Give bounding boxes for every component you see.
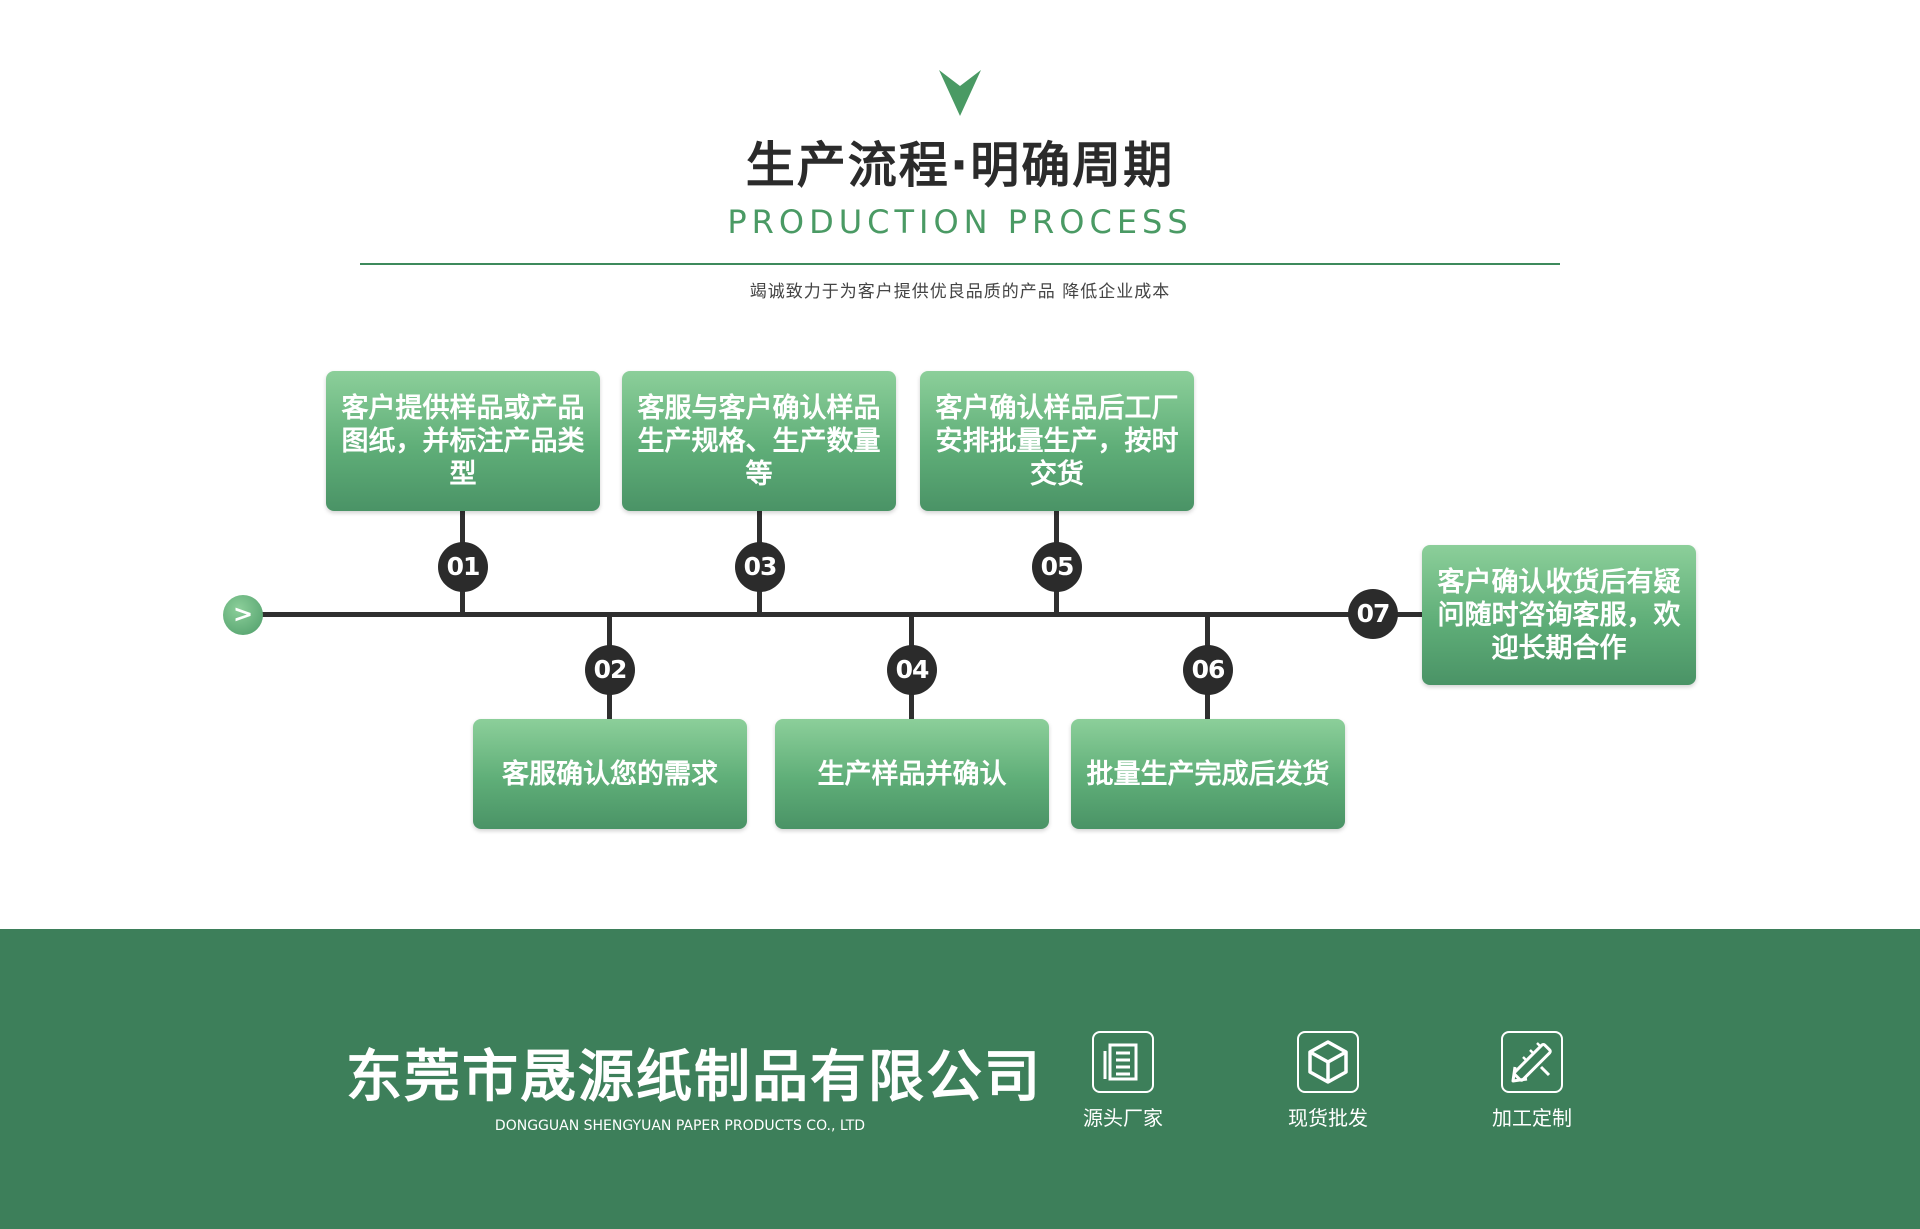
chevron-down-icon bbox=[939, 70, 981, 116]
step-number-03: 03 bbox=[735, 542, 785, 592]
box-icon bbox=[1297, 1031, 1359, 1093]
timeline-line bbox=[262, 612, 1422, 617]
timeline-start-icon: > bbox=[223, 595, 263, 635]
feature-label: 加工定制 bbox=[1492, 1106, 1572, 1130]
step-box-05: 客户确认样品后工厂安排批量生产，按时交货 bbox=[920, 371, 1194, 511]
feature-wholesale: 现货批发 bbox=[1258, 1031, 1398, 1131]
feature-source-factory: 源头厂家 bbox=[1053, 1031, 1193, 1131]
step-number-01: 01 bbox=[438, 542, 488, 592]
feature-label: 源头厂家 bbox=[1083, 1106, 1163, 1130]
step-number-05: 05 bbox=[1032, 542, 1082, 592]
step-box-02: 客服确认您的需求 bbox=[473, 719, 747, 829]
feature-customization: 加工定制 bbox=[1462, 1031, 1602, 1131]
step-box-06: 批量生产完成后发货 bbox=[1071, 719, 1345, 829]
header-divider bbox=[360, 263, 1560, 265]
step-number-02: 02 bbox=[585, 645, 635, 695]
company-name-en: DONGGUAN SHENGYUAN PAPER PRODUCTS CO., L… bbox=[494, 1118, 866, 1134]
page-subtitle: PRODUCTION PROCESS bbox=[727, 203, 1193, 241]
document-icon bbox=[1092, 1031, 1154, 1093]
pencil-ruler-icon bbox=[1501, 1031, 1563, 1093]
tagline: 竭诚致力于为客户提供优良品质的产品 降低企业成本 bbox=[749, 282, 1171, 302]
step-number-04: 04 bbox=[887, 645, 937, 695]
step-box-04: 生产样品并确认 bbox=[775, 719, 1049, 829]
step-box-07: 客户确认收货后有疑问随时咨询客服，欢迎长期合作 bbox=[1422, 545, 1696, 685]
footer-band bbox=[0, 929, 1920, 1229]
step-number-07: 07 bbox=[1348, 589, 1398, 639]
step-box-03: 客服与客户确认样品生产规格、生产数量等 bbox=[622, 371, 896, 511]
company-name: 东莞市晟源纸制品有限公司 bbox=[346, 1045, 1042, 1110]
step-box-01: 客户提供样品或产品图纸，并标注产品类型 bbox=[326, 371, 600, 511]
step-number-06: 06 bbox=[1183, 645, 1233, 695]
page-title: 生产流程·明确周期 bbox=[745, 137, 1175, 194]
feature-label: 现货批发 bbox=[1288, 1106, 1368, 1130]
